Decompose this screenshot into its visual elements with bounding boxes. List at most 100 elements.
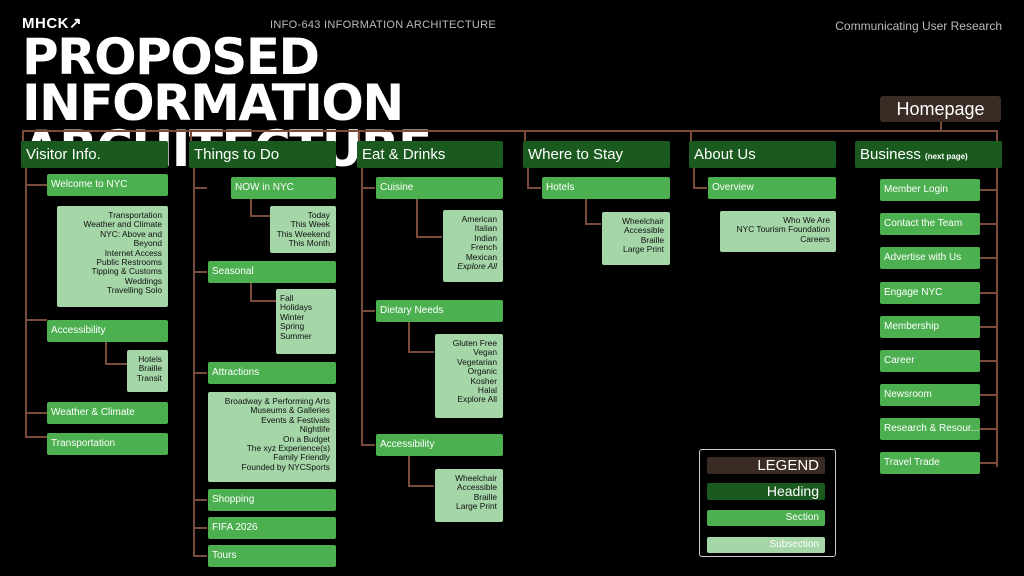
sub-item: Vegan [473, 347, 497, 358]
sub-item: Holidays [280, 302, 313, 313]
connector [980, 326, 997, 328]
connector [980, 223, 997, 225]
sub-item: Accessible [456, 482, 497, 493]
sub-item: Wheelchair [455, 473, 497, 483]
homepage-connector [940, 122, 942, 131]
sub-item: Spring [280, 321, 305, 332]
sub-item: Braille [138, 363, 162, 374]
subsection-accessibility-eat-items: Wheelchair Accessible Braille Large Prin… [435, 469, 503, 522]
heading-eat-drinks: Eat & Drinks [357, 141, 503, 168]
sub-item: American [461, 214, 497, 224]
top-connector [22, 130, 998, 132]
connector [190, 130, 192, 142]
sub-item: Mexican [465, 251, 497, 262]
section-overview: Overview [708, 177, 836, 199]
sub-item: Weddings [124, 275, 162, 286]
section-accessibility: Accessibility [47, 320, 168, 342]
connector [193, 271, 207, 273]
connector [408, 456, 410, 486]
connector [250, 215, 270, 217]
sub-item: Braille [640, 234, 664, 245]
subsection-overview-items: Who We Are NYC Tourism Foundation Career… [720, 211, 836, 252]
heading-where-to-stay: Where to Stay [523, 141, 670, 168]
connector [527, 167, 529, 188]
sub-item: Transit [136, 372, 162, 383]
sub-item: On a Budget [282, 433, 330, 444]
connector [193, 187, 207, 189]
sub-item: Who We Are [783, 215, 830, 225]
section-member-login: Member Login [880, 179, 980, 201]
sub-item: Braille [473, 491, 497, 502]
connector [361, 310, 375, 312]
sub-item: Museums & Galleries [250, 405, 330, 416]
connector [25, 436, 47, 438]
connector [980, 292, 997, 294]
heading-visitor-info: Visitor Info. [21, 141, 168, 168]
connector [22, 130, 24, 142]
logo: MHCK↗ [22, 15, 83, 32]
heading-business-label: Business [860, 146, 921, 163]
sub-item: Transportation [108, 210, 162, 220]
sub-item: The xyz Experience(s) [246, 443, 330, 454]
connector [25, 167, 27, 437]
title-line-1: PROPOSED INFORMATION [22, 28, 404, 132]
section-hotels: Hotels [542, 177, 670, 199]
subsection-accessibility-items: Hotels Braille Transit [127, 350, 168, 392]
sub-item: Public Restrooms [96, 257, 162, 268]
section-accessibility-eat: Accessibility [376, 434, 503, 456]
connector [980, 257, 997, 259]
section-welcome-to-nyc: Welcome to NYC [47, 174, 168, 196]
heading-business: Business (next page) [855, 141, 1002, 168]
section-seasonal: Seasonal [208, 261, 336, 283]
connector [250, 199, 252, 216]
section-shopping: Shopping [208, 489, 336, 511]
subsection-dietary-items: Gluten Free Vegan Vegetarian Organic Kos… [435, 334, 503, 418]
connector [980, 462, 997, 464]
sub-item: Explore All [457, 261, 497, 272]
section-transportation: Transportation [47, 433, 168, 455]
sub-item: Indian [474, 232, 497, 243]
connector [361, 167, 363, 445]
heading-about-us: About Us [689, 141, 836, 168]
connector [105, 363, 127, 365]
section-travel-trade: Travel Trade [880, 452, 980, 474]
subsection-welcome-items: Transportation Weather and Climate NYC: … [57, 206, 168, 307]
connector [980, 360, 997, 362]
section-dietary-needs: Dietary Needs [376, 300, 503, 322]
heading-business-note: (next page) [925, 152, 968, 161]
connector [361, 444, 375, 446]
sub-item: Beyond [133, 238, 162, 249]
homepage-node: Homepage [880, 96, 1001, 122]
sub-item: Fall [280, 293, 294, 303]
sub-item: This Month [288, 238, 330, 249]
connector [408, 351, 434, 353]
subsection-now-items: Today This Week This Weekend This Month [270, 206, 336, 253]
section-cuisine: Cuisine [376, 177, 503, 199]
sub-item: Organic [467, 366, 497, 377]
section-tours: Tours [208, 545, 336, 567]
section-career: Career [880, 350, 980, 372]
section-contact-the-team: Contact the Team [880, 213, 980, 235]
subsection-seasonal-items: Fall Holidays Winter Spring Summer [276, 289, 336, 354]
sub-item: This Weekend [276, 228, 330, 239]
section-membership: Membership [880, 316, 980, 338]
sub-item: Vegetarian [456, 356, 497, 367]
connector [980, 189, 997, 191]
connector [980, 394, 997, 396]
section-weather-climate: Weather & Climate [47, 402, 168, 424]
course-label: INFO-643 INFORMATION ARCHITECTURE [270, 19, 497, 31]
section-fifa-2026: FIFA 2026 [208, 517, 336, 539]
connector [693, 187, 707, 189]
connector [25, 184, 47, 186]
sub-item: Large Print [456, 501, 497, 512]
sub-item: Careers [800, 233, 830, 244]
sub-item: Italian [474, 223, 497, 234]
legend-subsection: Subsection [707, 537, 825, 553]
sub-item: Founded by NYCSports [241, 461, 330, 472]
sub-item: Internet Access [104, 247, 162, 258]
legend-heading: Heading [707, 483, 825, 500]
sub-item: Broadway & Performing Arts [224, 396, 330, 406]
sub-item: Explore All [457, 394, 497, 405]
connector [416, 236, 442, 238]
sub-item: Wheelchair [622, 216, 664, 226]
